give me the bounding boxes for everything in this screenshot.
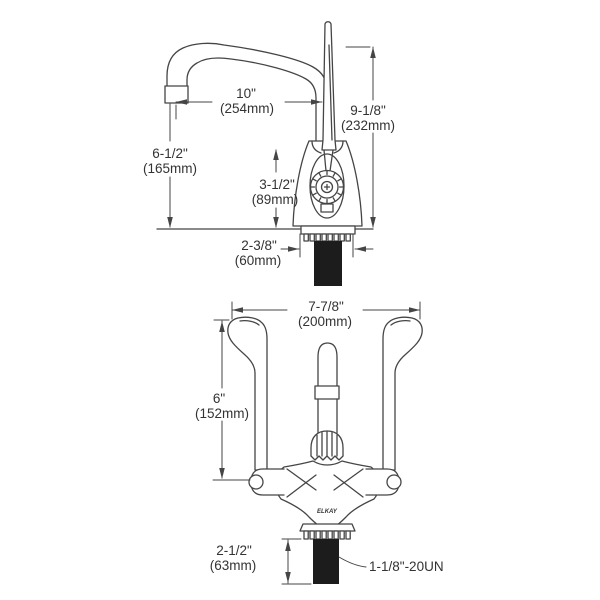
base-flange-top [299,523,356,532]
arrow-left-icon [355,246,366,252]
top-view-dimensions: 7-7/8" (200mm) 6" (152mm) 2-1/2" (63mm) … [195,299,444,585]
dim-spout-clearance [167,103,173,228]
hub-inner-ring [320,180,334,194]
left-handle-inner-line [239,319,260,326]
stem-lower [317,398,338,434]
label-spout-reach-mm: (254mm) [220,101,274,116]
hub-mid-ring [315,175,339,199]
dim-line [231,301,421,320]
arrow-right-icon [409,307,420,313]
hub-knurl-ticks [309,169,345,205]
label-base-width-mm: (60mm) [235,253,282,268]
side-view: 10" (254mm) 9-1/8" (232mm) 6-1/2" (165mm… [143,21,395,286]
dim-overall-height [345,46,376,228]
arrow-up-icon [219,321,225,332]
dim-handle-length [212,319,251,481]
arrow-up-icon [285,540,291,551]
label-overall-height-in: 9-1/8" [350,103,386,118]
dim-handle-hub-height [273,149,279,228]
bonnet-castellation [310,455,344,461]
right-handle-pivot [365,468,402,496]
arrow-right-icon [288,246,299,252]
shank-side [314,241,342,286]
label-spout-reach-in: 10" [236,86,256,101]
left-handle-pivot [248,468,285,496]
label-shank-thread: 1-1/8"-20UN [369,559,444,574]
label-handle-hub-height-mm: (89mm) [252,192,299,207]
right-handle-inner-line [390,319,411,326]
side-view-dimensions: 10" (254mm) 9-1/8" (232mm) 6-1/2" (165mm… [143,46,395,268]
label-overall-width-mm: (200mm) [298,314,352,329]
base-flange-side [300,225,356,235]
left-handle [227,316,268,471]
body-shoulder-left [311,140,322,154]
mounting-teeth-side [303,233,351,242]
stem-upper [317,342,338,387]
body-shoulder-right [333,140,344,154]
right-handle [382,316,423,471]
left-cone-detail [286,468,317,498]
hub-lower-tab [320,203,334,213]
pivot-cap [248,474,264,490]
handle-hub [309,169,345,213]
label-shank-length-mm: (63mm) [210,558,257,573]
mounting-teeth-top [303,530,351,540]
aerator [164,85,189,104]
arrow-up-icon [370,47,376,58]
label-shank-length-in: 2-1/2" [216,543,252,558]
label-base-width-in: 2-3/8" [241,238,277,253]
label-overall-width-in: 7-7/8" [308,299,344,314]
top-view: ELKAY [195,299,444,585]
bonnet-facets [316,431,338,457]
label-handle-length-in: 6" [213,391,226,406]
dim-line [281,538,312,585]
center-stem [310,342,344,461]
stem-collar [314,385,340,400]
arrow-down-icon [273,217,279,228]
pivot-cap [386,474,402,490]
shank-top [313,539,339,584]
right-cone-detail [333,468,364,498]
side-view-dimension-labels: 10" (254mm) 9-1/8" (232mm) 6-1/2" (165mm… [143,86,395,268]
arrow-left-icon [232,307,243,313]
label-overall-height-mm: (232mm) [341,118,395,133]
arrow-down-icon [285,572,291,583]
arrow-left-icon [176,99,187,105]
label-handle-hub-height-in: 3-1/2" [259,177,295,192]
dim-line [212,319,251,481]
brand-label: ELKAY [317,509,338,515]
arrow-up-icon [273,149,279,160]
top-view-dimension-labels: 7-7/8" (200mm) 6" (152mm) 2-1/2" (63mm) … [195,299,444,574]
dim-spout-reach [175,99,323,120]
arrow-down-icon [219,468,225,479]
arrow-down-icon [167,217,173,228]
dim-shank-length [281,538,312,585]
arrow-right-icon [311,99,322,105]
label-handle-length-mm: (152mm) [195,406,249,421]
dim-base-width [280,233,374,258]
blade-handle-side [321,21,337,151]
dim-line [280,233,374,258]
thread-callout-leader [338,556,367,568]
label-spout-clearance-mm: (165mm) [143,161,197,176]
arrow-down-icon [370,217,376,228]
dim-overall-width [231,301,421,320]
label-spout-clearance-in: 6-1/2" [152,146,188,161]
hub-center-cross [323,183,331,191]
blade-handle-edge-line [328,44,333,141]
blade-handle-stem-lines [323,149,334,172]
